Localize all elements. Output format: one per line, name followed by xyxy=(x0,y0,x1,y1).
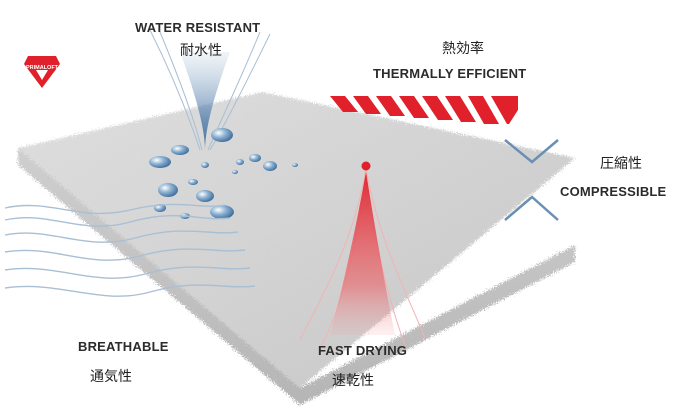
fast-drying-label: FAST DRYING xyxy=(318,343,408,358)
thermal-jp-label: 熱効率 xyxy=(442,41,484,57)
fast-drying-jp-label: 速乾性 xyxy=(332,373,374,389)
heat-stripes-icon xyxy=(330,96,518,124)
primaloft-logo: PRIMALOFT xyxy=(22,52,62,92)
drying-cone-icon xyxy=(299,161,426,346)
water-resistant-label: WATER RESISTANT xyxy=(135,20,261,35)
compressible-jp-label: 圧縮性 xyxy=(600,156,642,172)
water-resistant-jp-label: 耐水性 xyxy=(180,43,222,59)
breathable-jp-label: 通気性 xyxy=(90,369,132,385)
logo-text: PRIMALOFT xyxy=(25,65,59,71)
breathable-label: BREATHABLE xyxy=(78,339,169,354)
air-waves-icon xyxy=(4,203,256,297)
thermal-label: THERMALLY EFFICIENT xyxy=(373,66,527,81)
water-drop-icon xyxy=(149,29,298,219)
compress-chevron-icon xyxy=(504,139,559,221)
compressible-label: COMPRESSIBLE xyxy=(560,184,667,199)
